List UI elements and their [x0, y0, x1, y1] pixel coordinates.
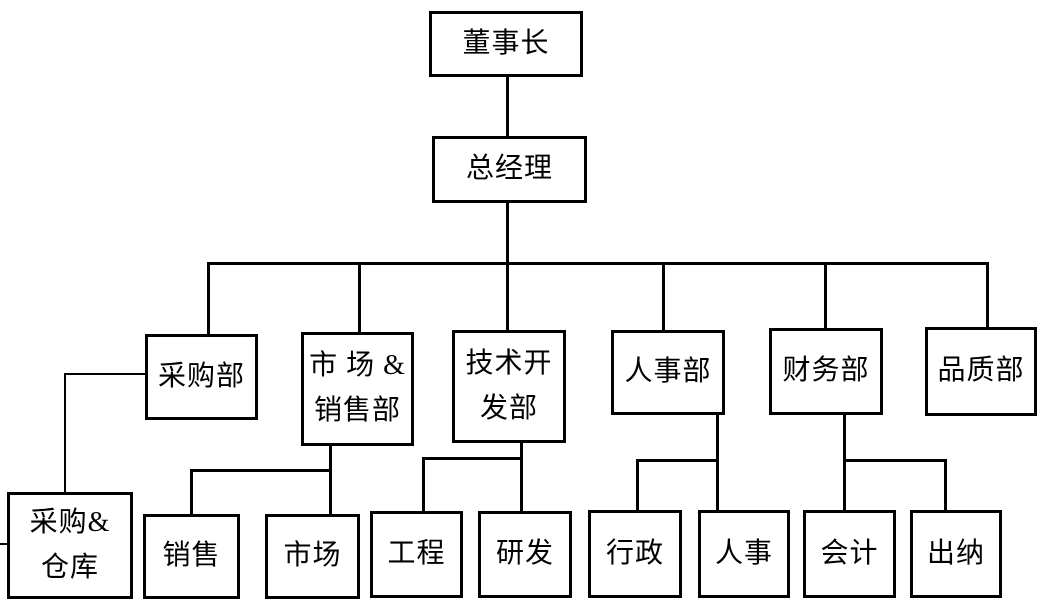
connector-finance-accounting: [843, 459, 846, 510]
connector-bus-market-sales: [358, 262, 361, 332]
connector-bus-purchasing: [207, 262, 210, 334]
node-cashier: 出纳: [910, 510, 1002, 598]
connector-finance-stem: [843, 415, 846, 462]
connector-tech-branch: [422, 457, 523, 460]
node-purchasing-warehouse: 采购& 仓库: [7, 492, 133, 599]
node-rnd: 研发: [478, 511, 572, 598]
connector-hrdept-hr: [716, 459, 719, 510]
node-hr: 人事: [698, 510, 790, 598]
connector-finance-branch: [843, 459, 947, 462]
connector-bus-hr-dept: [662, 262, 665, 330]
node-admin: 行政: [588, 510, 682, 598]
connector-bus-finance: [824, 262, 827, 328]
node-sales: 销售: [143, 514, 240, 599]
connector-hrdept-stem: [716, 415, 719, 462]
node-purchasing-dept: 采购部: [145, 334, 258, 420]
connector-finance-cashier: [944, 459, 947, 510]
connector-purchasing-warehouse: [64, 373, 66, 492]
connector-hrdept-branch: [636, 459, 719, 462]
node-finance-dept: 财务部: [769, 328, 883, 415]
node-quality-dept: 品质部: [925, 327, 1037, 416]
node-hr-dept: 人事部: [611, 330, 725, 415]
node-accounting: 会计: [803, 510, 896, 598]
connector-ms-stem: [329, 446, 332, 514]
node-tech-dev-dept: 技术开 发部: [452, 330, 566, 443]
connector-tech-engineering: [422, 457, 425, 511]
connector-bus-quality: [986, 262, 989, 327]
stray-mark: [0, 543, 7, 545]
node-engineering: 工程: [370, 511, 463, 598]
connector-tech-rnd: [520, 457, 523, 511]
connector-bus: [207, 262, 989, 265]
connector-tech-stem: [520, 443, 523, 460]
node-market: 市场: [265, 514, 360, 599]
connector-purchasing-elbow-h: [64, 373, 145, 375]
connector-ms-sales: [190, 469, 193, 514]
node-general-manager: 总经理: [432, 136, 587, 203]
connector-ms-branch: [190, 469, 332, 472]
connector-chairman-gm: [506, 77, 509, 136]
connector-hrdept-admin: [636, 459, 639, 510]
connector-gm-stem: [506, 203, 509, 330]
node-market-sales-dept: 市 场 & 销售部: [301, 332, 414, 446]
node-chairman: 董事长: [429, 11, 583, 77]
